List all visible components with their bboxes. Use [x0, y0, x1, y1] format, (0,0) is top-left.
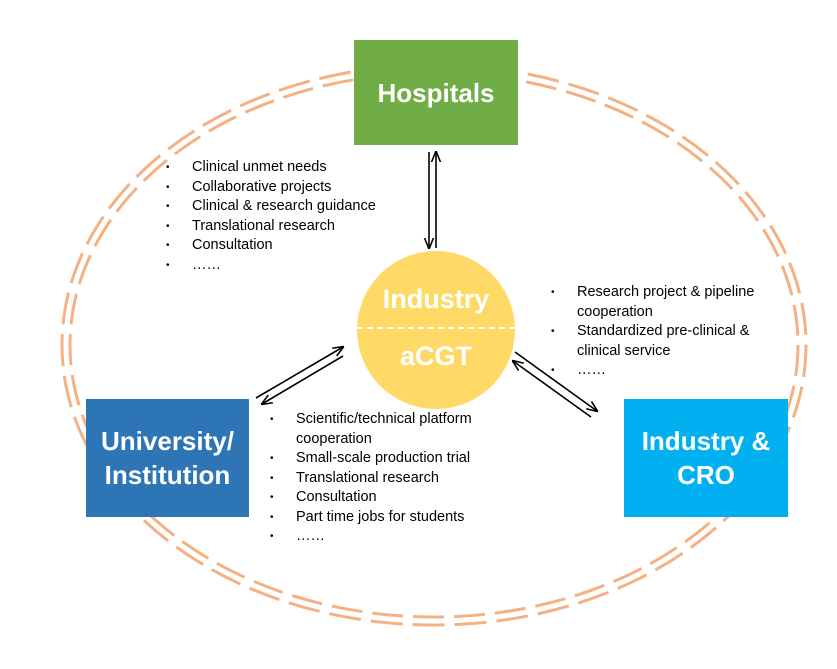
industry-cro-label-line2: CRO — [677, 460, 735, 490]
university-collaboration-list: • Scientific/technical platform cooperati… — [270, 410, 526, 547]
bullet-icon: • — [166, 162, 170, 173]
list-item-text: Consultation — [296, 489, 377, 505]
bullet-icon: • — [166, 181, 170, 193]
arrow-hospitals-center — [429, 152, 436, 248]
bullet-icon: • — [551, 287, 555, 298]
list-item-text: clinical service — [577, 342, 671, 359]
hospitals-node: Hospitals — [354, 40, 518, 145]
list-item-text: Translational research — [296, 469, 439, 486]
list-item: • Standardized pre-clinical & — [551, 322, 777, 342]
bullet-icon: • — [270, 472, 274, 484]
list-item-continuation: cooperation — [296, 430, 526, 450]
university-label-line2: Institution — [104, 460, 231, 490]
list-item: • Scientific/technical platform — [270, 410, 526, 430]
list-item-text: Scientific/technical platform — [296, 411, 472, 427]
list-item: • Clinical unmet needs — [166, 158, 422, 178]
industry-cro-label-line1: Industry & — [641, 426, 771, 456]
list-item: • Clinical & research guidance — [166, 197, 422, 217]
list-item-text: Research project & pipeline — [577, 284, 755, 300]
bullet-icon: • — [270, 531, 274, 542]
bullet-icon: • — [270, 492, 274, 503]
list-item-text: cooperation — [296, 430, 372, 447]
bullet-icon: • — [166, 240, 170, 251]
list-item-text: …… — [577, 362, 606, 378]
center-label-industry: Industry — [382, 284, 490, 314]
bullet-icon: • — [270, 511, 274, 523]
list-item: • Collaborative projects — [166, 178, 422, 198]
list-item-text: Clinical & research guidance — [192, 198, 376, 214]
arrow-university-center — [255, 347, 343, 404]
list-item: • Consultation — [166, 236, 422, 256]
list-item: • Translational research — [270, 469, 526, 489]
university-label-line1: University/ — [101, 426, 234, 456]
list-item: • …… — [270, 527, 526, 547]
university-institution-node: University/ Institution — [86, 399, 249, 517]
list-item-text: Collaborative projects — [192, 178, 332, 195]
list-item-continuation: cooperation — [577, 303, 777, 323]
bullet-icon: • — [166, 259, 170, 271]
center-industry-acgt-node: Industry aCGT — [357, 251, 515, 409]
center-label-acgt: aCGT — [399, 341, 472, 371]
list-item: • Research project & pipeline — [551, 283, 777, 303]
arrow-center-industry-cro — [513, 351, 597, 418]
list-item-text: Part time jobs for students — [296, 508, 465, 525]
list-item-text: Translational research — [192, 217, 335, 234]
bullet-icon: • — [166, 201, 170, 212]
bullet-icon: • — [551, 365, 555, 376]
hospitals-collaboration-list: • Clinical unmet needs • Collaborative pro… — [166, 158, 422, 276]
list-item-text: Consultation — [192, 237, 273, 253]
list-item-text: cooperation — [577, 303, 653, 320]
list-item: • Consultation — [270, 488, 526, 508]
list-item: • Part time jobs for students — [270, 508, 526, 528]
bullet-icon: • — [270, 453, 274, 464]
list-item: • …… — [551, 361, 777, 381]
list-item-text: Small-scale production trial — [296, 450, 471, 466]
industry-cro-collaboration-list: • Research project & pipeline cooperation… — [551, 283, 777, 381]
bullet-icon: • — [270, 414, 274, 425]
center-divider — [357, 327, 515, 329]
industry-cro-node: Industry & CRO — [624, 399, 788, 517]
list-item: • …… — [166, 256, 422, 276]
list-item-text: Clinical unmet needs — [192, 159, 327, 175]
list-item: • Translational research — [166, 217, 422, 237]
list-item-text: …… — [192, 256, 221, 273]
bullet-icon: • — [551, 326, 555, 337]
list-item: • Small-scale production trial — [270, 449, 526, 469]
list-item-continuation: clinical service — [577, 342, 777, 362]
hospitals-label: Hospitals — [377, 77, 495, 108]
bullet-icon: • — [166, 220, 170, 232]
list-item-text: …… — [296, 528, 325, 544]
list-item-text: Standardized pre-clinical & — [577, 323, 750, 339]
